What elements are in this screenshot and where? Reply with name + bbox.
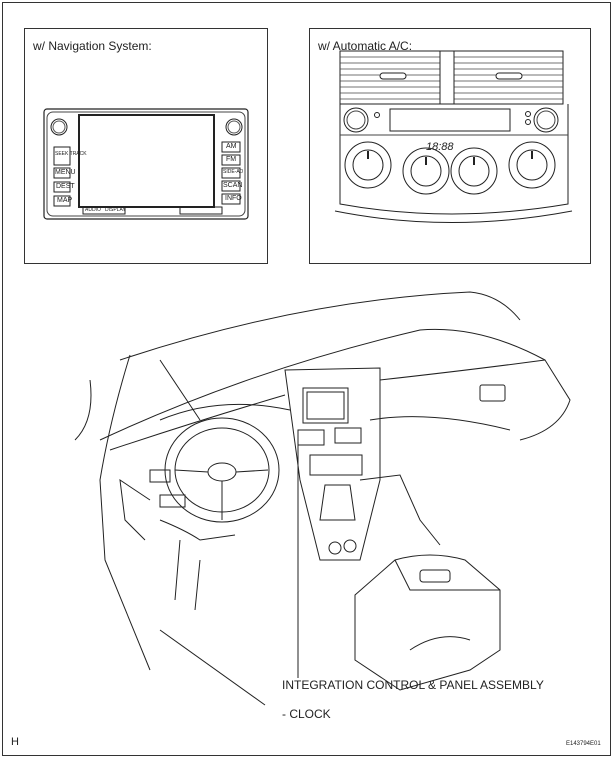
menu-button: MENU bbox=[55, 169, 76, 176]
info-button: INFO bbox=[225, 195, 242, 202]
am-button: AM bbox=[226, 143, 237, 150]
map-button: MAP bbox=[57, 197, 73, 204]
inset-title: w/ Navigation System: bbox=[33, 39, 152, 53]
seek-track-button: SEEK TRACK bbox=[55, 151, 87, 157]
dest-button: DEST bbox=[56, 183, 75, 190]
display-button: DISPLAY bbox=[105, 207, 126, 213]
inset-title: w/ Automatic A/C: bbox=[318, 39, 413, 53]
corner-letter: H bbox=[11, 736, 19, 748]
navigation-system-inset: w/ Navigation System: SEEK TRACK MENU DE… bbox=[24, 28, 268, 264]
callout-clock: - CLOCK bbox=[282, 707, 331, 721]
audio-button: AUDIO bbox=[85, 207, 101, 213]
fm-button: FM bbox=[226, 156, 237, 163]
figure-code: E143794E01 bbox=[566, 741, 601, 747]
ac-panel-drawing bbox=[334, 50, 573, 223]
side-ad-button: SIDE-AD bbox=[223, 169, 244, 175]
automatic-ac-inset: w/ Automatic A/C: 18:88 bbox=[309, 28, 591, 264]
navigation-unit-drawing bbox=[43, 108, 249, 220]
clock-display: 18:88 bbox=[426, 141, 454, 153]
callout-integration-control-panel: INTEGRATION CONTROL & PANEL ASSEMBLY bbox=[282, 678, 544, 692]
scan-button: SCAN bbox=[223, 182, 243, 189]
